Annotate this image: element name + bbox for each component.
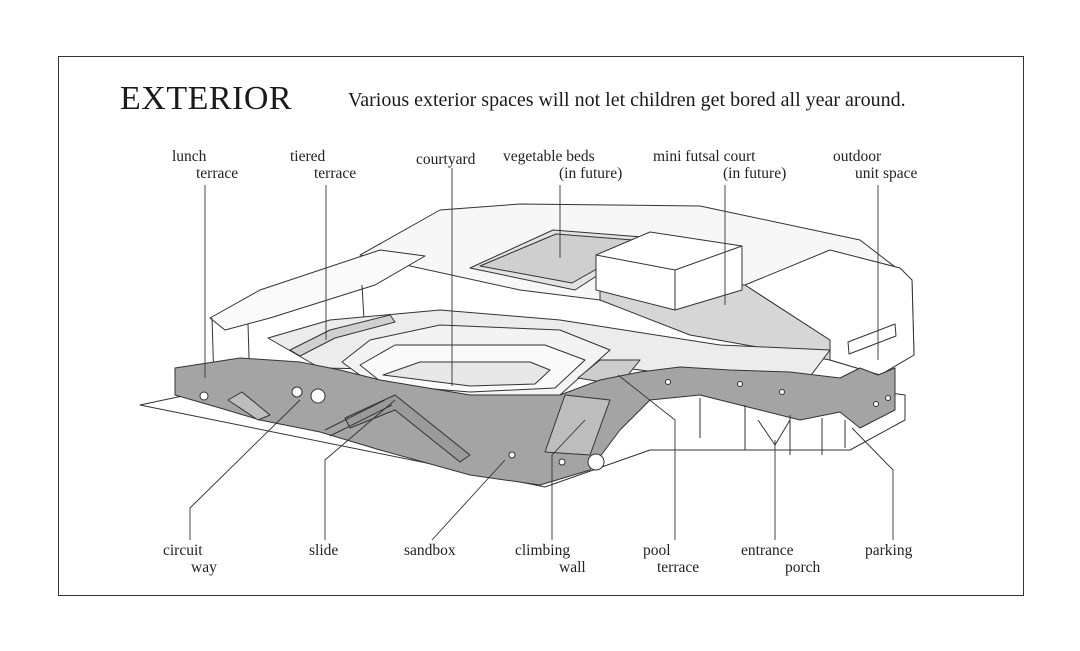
tiered-steps: [289, 314, 396, 357]
label-sandbox: sandbox: [404, 542, 456, 559]
lunch-terrace-canopy: [209, 249, 426, 331]
stairs: [227, 391, 271, 421]
figure-frame: [58, 56, 1024, 596]
label-slide: slide: [309, 542, 339, 559]
label-vegetable-beds: vegetable beds(in future): [503, 148, 623, 182]
circuit-way-band: [174, 357, 896, 486]
climbing-wall: [544, 394, 611, 456]
slide: [344, 394, 471, 463]
page-title: EXTERIOR: [120, 80, 293, 117]
label-mini-futsal-court: mini futsal court(in future): [653, 148, 787, 182]
box-structure: [595, 231, 743, 311]
label-courtyard: courtyard: [416, 151, 476, 168]
page-subtitle: Various exterior spaces will not let chi…: [348, 89, 906, 111]
label-parking: parking: [865, 542, 913, 559]
